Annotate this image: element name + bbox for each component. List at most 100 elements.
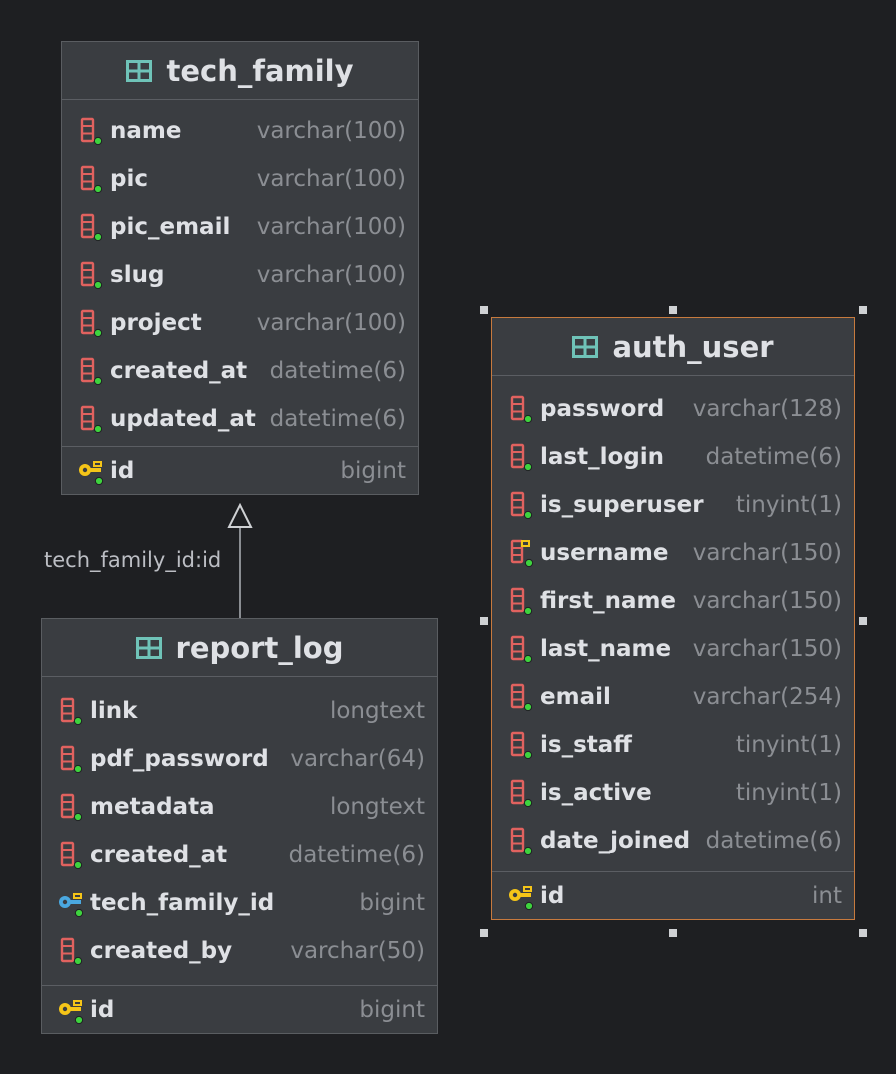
primary-key-icon [79, 460, 104, 485]
table-header[interactable]: report_log [42, 619, 437, 677]
column-type: bigint [359, 890, 425, 916]
pk-type: bigint [340, 457, 406, 484]
column-icon [80, 309, 103, 338]
column-row[interactable]: link longtext [42, 687, 437, 735]
column-name: tech_family_id [90, 890, 275, 916]
column-icon [510, 587, 533, 616]
table-report-log[interactable]: report_log link longtext pdf_password varch… [41, 618, 438, 1034]
column-row[interactable]: updated_at datetime(6) [62, 395, 418, 443]
column-name: date_joined [540, 828, 691, 854]
column-icon [80, 261, 103, 290]
column-type: datetime(6) [288, 842, 425, 868]
column-icon [60, 841, 83, 870]
column-icon [510, 731, 533, 760]
column-name: email [540, 684, 611, 710]
column-type: tinyint(1) [735, 780, 842, 806]
column-row[interactable]: email varchar(254) [492, 673, 854, 721]
column-row[interactable]: metadata longtext [42, 783, 437, 831]
column-name: first_name [540, 588, 677, 614]
column-icon [510, 443, 533, 472]
resize-handle[interactable] [480, 617, 488, 625]
foreign-key-icon [59, 893, 84, 918]
column-name: pic [110, 166, 148, 192]
column-type: datetime(6) [269, 358, 406, 384]
column-icon [510, 779, 533, 808]
column-row[interactable]: tech_family_id bigint [42, 879, 437, 927]
column-name: last_name [540, 636, 672, 662]
column-name: last_login [540, 444, 664, 470]
resize-handle[interactable] [480, 306, 488, 314]
column-name: created_at [110, 358, 248, 384]
column-name: name [110, 118, 182, 144]
column-row[interactable]: created_at datetime(6) [62, 347, 418, 395]
table-icon [135, 636, 162, 659]
column-name: created_at [90, 842, 228, 868]
column-icon [80, 117, 103, 146]
resize-handle[interactable] [859, 306, 867, 314]
resize-handle[interactable] [669, 929, 677, 937]
column-name: pic_email [110, 214, 231, 240]
column-type: varchar(100) [256, 310, 406, 336]
table-name: report_log [175, 630, 344, 665]
table-icon [126, 59, 153, 82]
pk-name: id [110, 457, 135, 484]
column-type: datetime(6) [705, 828, 842, 854]
column-name: username [540, 540, 669, 566]
primary-key-row[interactable]: id int [492, 871, 854, 919]
pk-type: bigint [359, 996, 425, 1023]
column-row[interactable]: last_name varchar(150) [492, 625, 854, 673]
column-icon [510, 491, 533, 520]
column-name: password [540, 396, 665, 422]
relationship-arrowhead-icon [227, 503, 253, 528]
column-type: datetime(6) [269, 406, 406, 432]
column-row[interactable]: date_joined datetime(6) [492, 817, 854, 865]
column-type: varchar(64) [290, 746, 425, 772]
column-icon [80, 357, 103, 386]
column-icon [510, 683, 533, 712]
resize-handle[interactable] [859, 617, 867, 625]
column-type: varchar(100) [256, 262, 406, 288]
column-name: pdf_password [90, 746, 269, 772]
column-type: longtext [329, 698, 425, 724]
column-row[interactable]: created_at datetime(6) [42, 831, 437, 879]
indexed-column-icon [510, 539, 534, 568]
column-name: updated_at [110, 406, 256, 432]
column-type: varchar(254) [692, 684, 842, 710]
column-type: longtext [329, 794, 425, 820]
column-name: slug [110, 262, 165, 288]
column-name: link [90, 698, 138, 724]
column-icon [60, 793, 83, 822]
resize-handle[interactable] [669, 306, 677, 314]
table-header[interactable]: tech_family [62, 42, 418, 100]
column-list: link longtext pdf_password varchar(64) metad… [42, 677, 437, 985]
column-row[interactable]: pdf_password varchar(64) [42, 735, 437, 783]
table-header[interactable]: auth_user [492, 318, 854, 376]
column-icon [60, 745, 83, 774]
column-row[interactable]: is_active tinyint(1) [492, 769, 854, 817]
column-type: varchar(150) [692, 636, 842, 662]
relationship-line [239, 526, 241, 618]
column-icon [510, 395, 533, 424]
column-name: metadata [90, 794, 215, 820]
primary-key-row[interactable]: id bigint [42, 985, 437, 1033]
primary-key-row[interactable]: id bigint [62, 446, 418, 494]
resize-handle[interactable] [859, 929, 867, 937]
resize-handle[interactable] [480, 929, 488, 937]
column-name: is_active [540, 780, 652, 806]
column-row[interactable]: slug varchar(100) [62, 251, 418, 299]
